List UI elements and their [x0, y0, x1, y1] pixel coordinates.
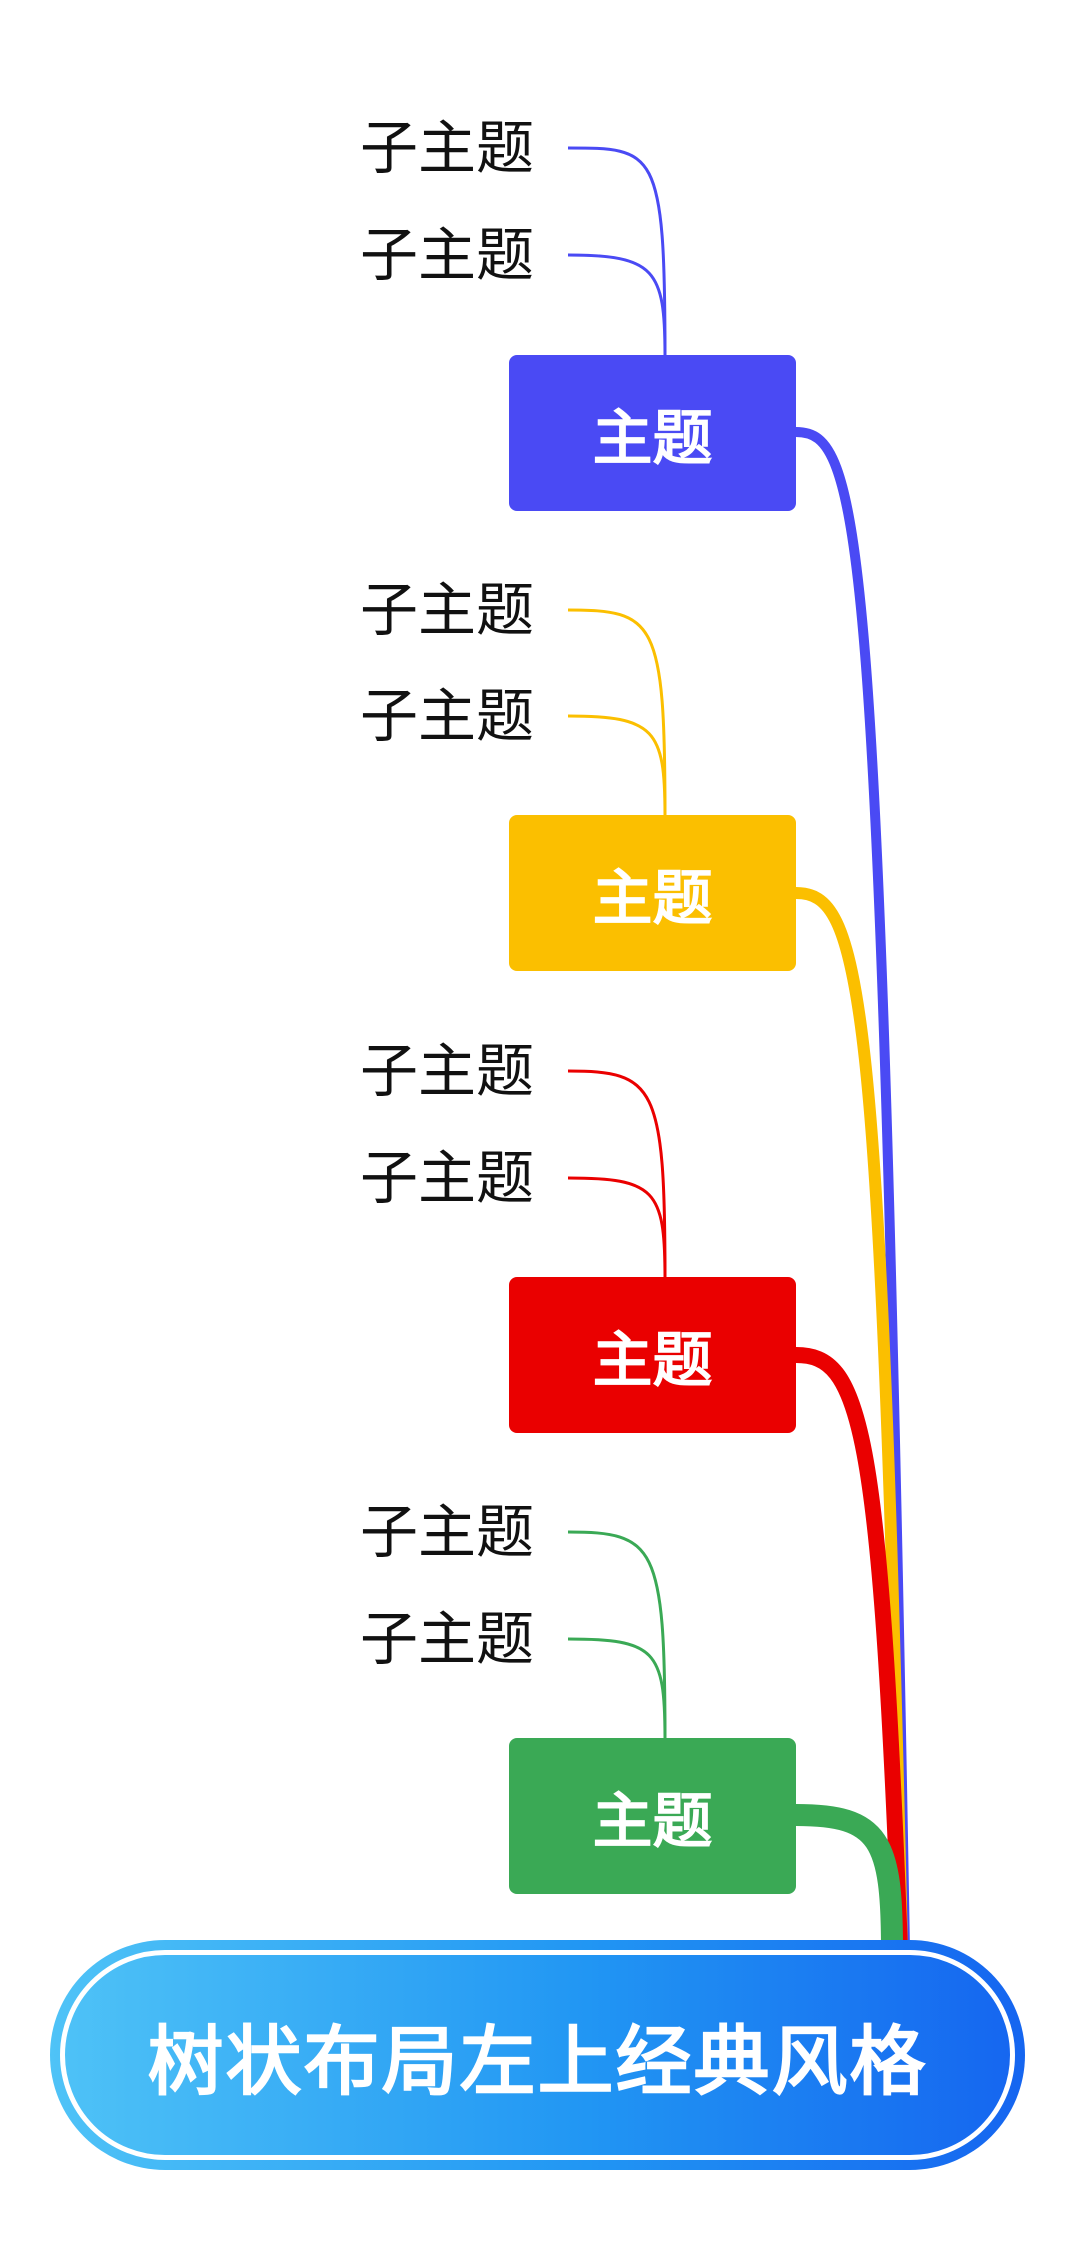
- trunk-line-1: [795, 427, 910, 1951]
- branch-line-1: [567, 253, 667, 356]
- subtopic-2-2[interactable]: 子主题: [360, 682, 535, 750]
- branch-line-2: [567, 608, 667, 816]
- subtopic-4-1[interactable]: 子主题: [360, 1498, 535, 1566]
- branch-line-4: [567, 1637, 667, 1739]
- subtopic-4-2[interactable]: 子主题: [360, 1605, 535, 1673]
- subtopic-3-1[interactable]: 子主题: [360, 1037, 535, 1105]
- trunk-line-2: [795, 887, 908, 1951]
- branch-line-3: [567, 1176, 667, 1278]
- subtopic-3-2[interactable]: 子主题: [360, 1144, 535, 1212]
- topic-node-4[interactable]: 主题: [509, 1738, 796, 1894]
- trunk-line-4: [795, 1804, 903, 1951]
- root-topic[interactable]: 树状布局左上经典风格: [50, 1940, 1025, 2170]
- root-topic-label: 树状布局左上经典风格: [60, 1950, 1015, 2160]
- subtopic-1-1[interactable]: 子主题: [360, 114, 535, 182]
- subtopic-2-1[interactable]: 子主题: [360, 576, 535, 644]
- subtopic-1-2[interactable]: 子主题: [360, 221, 535, 289]
- branch-line-1: [567, 146, 667, 356]
- trunk-line-3: [795, 1347, 908, 1951]
- topic-node-2[interactable]: 主题: [509, 815, 796, 971]
- topic-node-1[interactable]: 主题: [509, 355, 796, 511]
- topic-node-3[interactable]: 主题: [509, 1277, 796, 1433]
- branch-line-2: [567, 714, 667, 816]
- branch-line-4: [567, 1530, 667, 1739]
- branch-line-3: [567, 1069, 667, 1278]
